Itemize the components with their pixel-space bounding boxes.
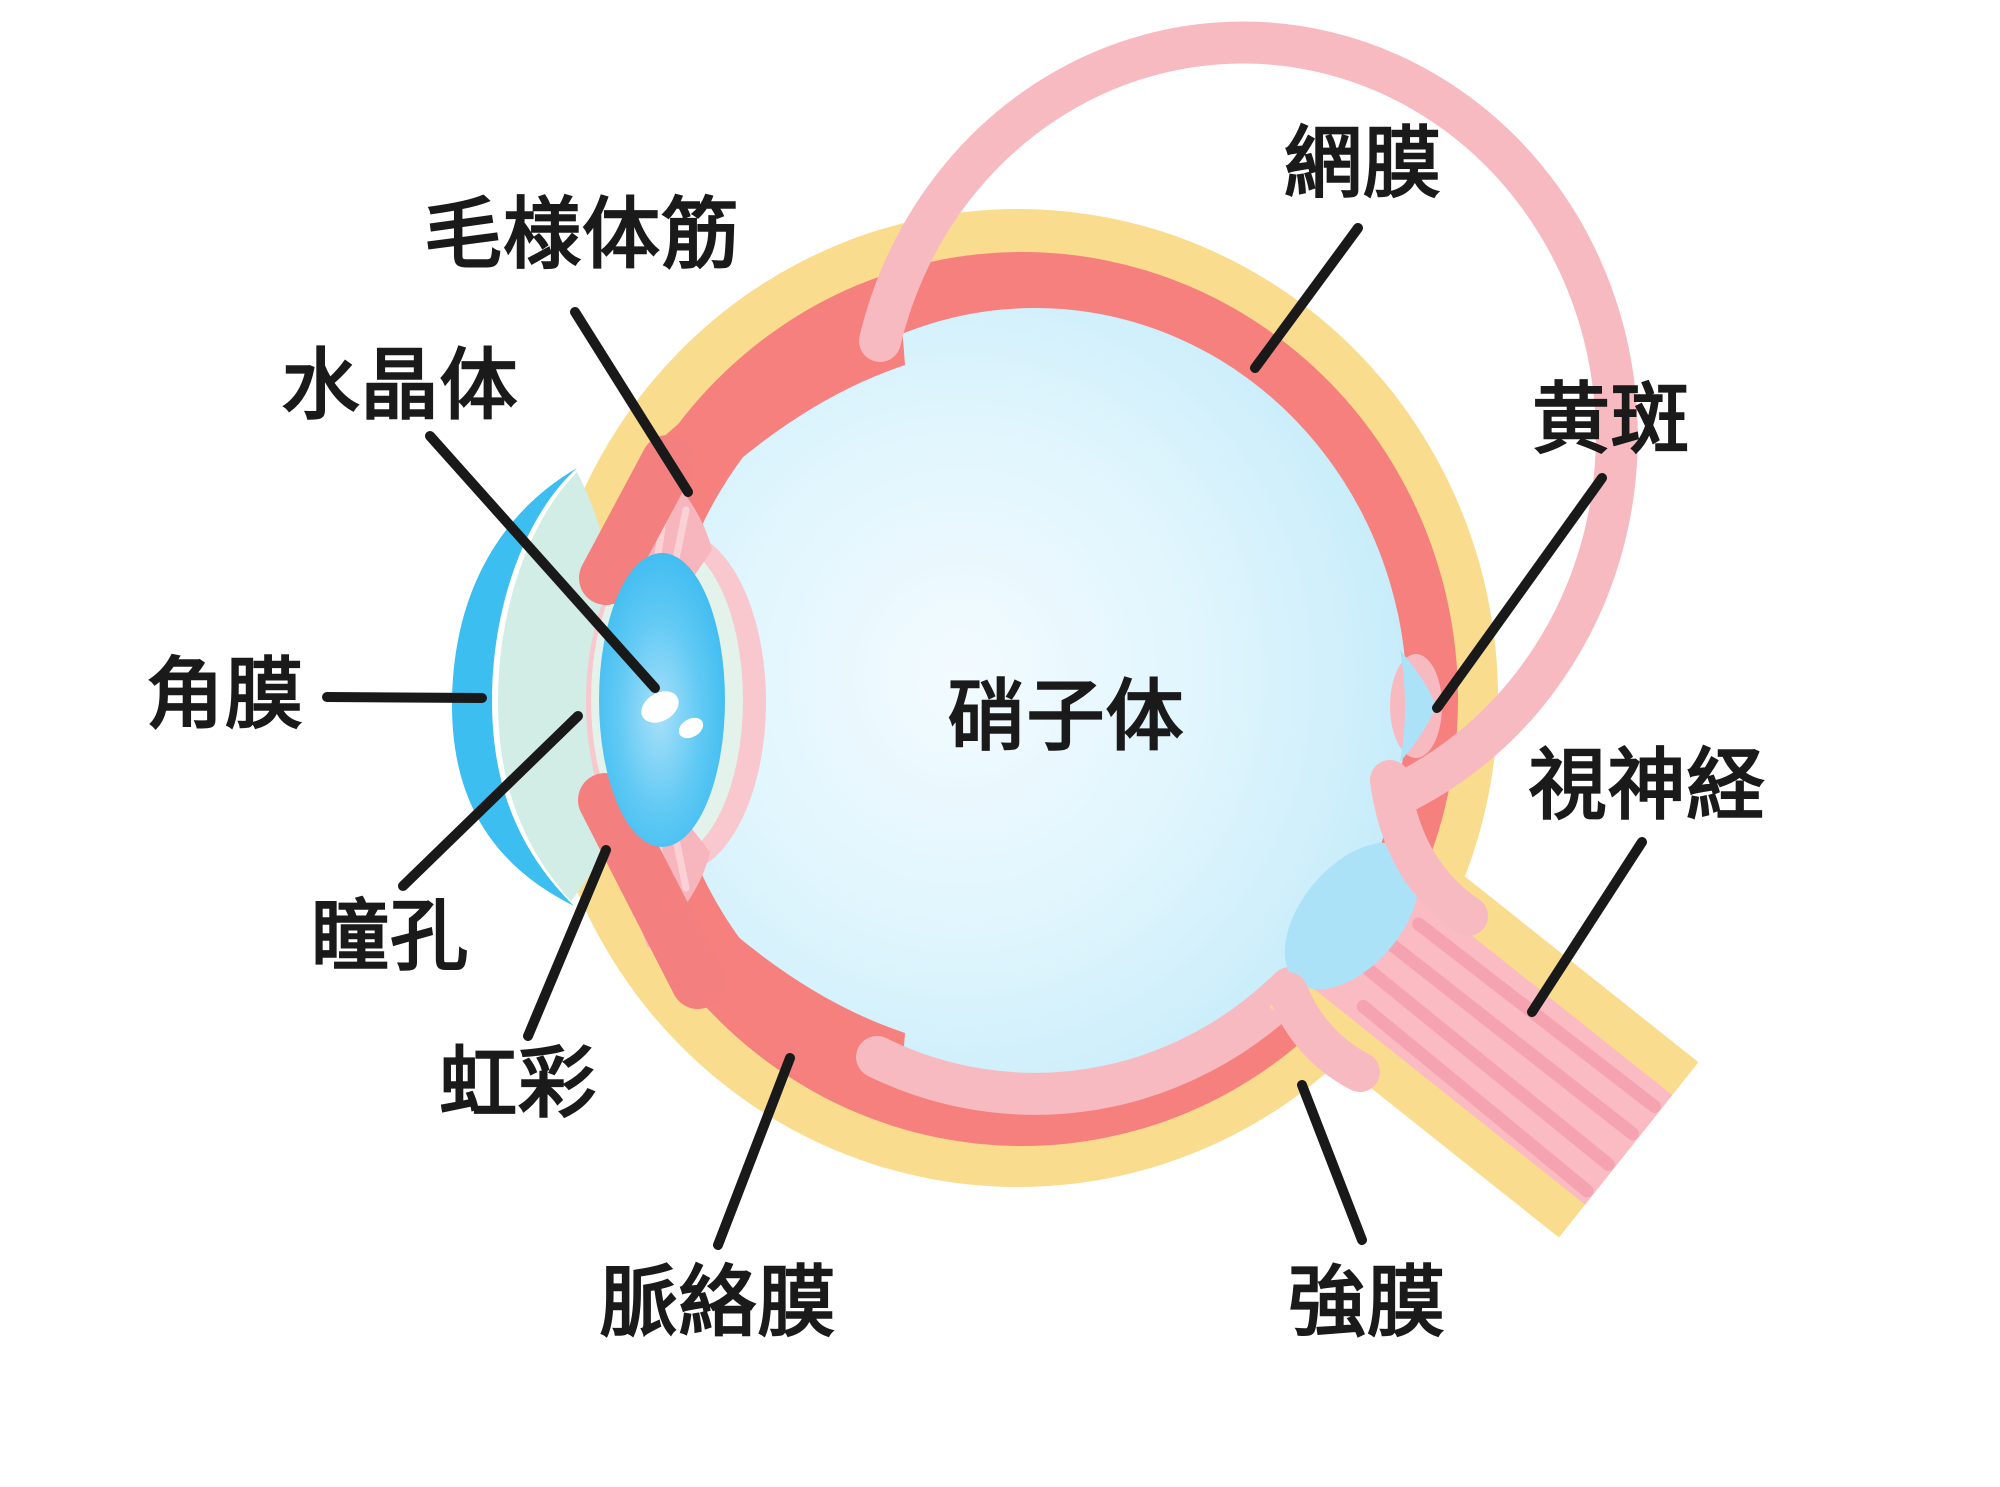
- label-sclera: 強膜: [1287, 1258, 1447, 1348]
- label-iris: 虹彩: [438, 1039, 598, 1129]
- iris-top: [579, 435, 695, 605]
- label-choroid: 脈絡膜: [599, 1258, 837, 1348]
- leader-pupil: [398, 711, 583, 891]
- label-cornea: 角膜: [145, 650, 305, 740]
- leader-sclera: [1297, 1080, 1367, 1245]
- leader-macula: [1432, 473, 1607, 713]
- macula-notch: [1400, 650, 1436, 762]
- label-ciliary-muscle: 毛様体筋: [423, 190, 741, 280]
- leader-iris: [523, 845, 611, 1041]
- choroid-anterior-bottom: [660, 903, 905, 1098]
- leader-cornea: [322, 692, 487, 703]
- retina-funnel-bottom: [1268, 972, 1380, 1092]
- optic-nerve-stripe: [1412, 917, 1661, 1113]
- leader-retina: [1250, 223, 1363, 373]
- label-optic-nerve: 視神経: [1528, 741, 1766, 831]
- label-macula: 黄斑: [1531, 375, 1691, 465]
- optic-nerve-stripe: [1356, 999, 1594, 1198]
- leader-lens: [425, 431, 660, 693]
- label-lens: 水晶体: [281, 341, 519, 431]
- lens-highlight-large: [641, 691, 679, 723]
- optic-nerve-stripe: [1379, 933, 1640, 1141]
- choroid-anterior-top: [660, 300, 905, 495]
- label-pupil: 瞳孔: [310, 892, 470, 982]
- leader-lines: [322, 223, 1647, 1250]
- optic-nerve-stripe: [1362, 963, 1615, 1171]
- label-retina: 網膜: [1283, 119, 1443, 209]
- iris-bottom: [578, 773, 725, 1009]
- optic-disc-bulge: [1284, 842, 1420, 990]
- leader-choroid: [713, 1053, 795, 1250]
- leader-optic-nerve: [1527, 837, 1647, 1017]
- leader-ciliary-muscle: [570, 307, 693, 497]
- retina-layer: [859, 21, 1638, 816]
- retina-layer-lower: [856, 967, 1311, 1115]
- cornea-shape: [452, 468, 577, 906]
- lens-highlight-small: [678, 717, 704, 739]
- label-vitreous-body: 硝子体: [947, 672, 1185, 762]
- retina-funnel-top: [1370, 760, 1488, 936]
- vitreous-body-region: [663, 308, 1407, 1092]
